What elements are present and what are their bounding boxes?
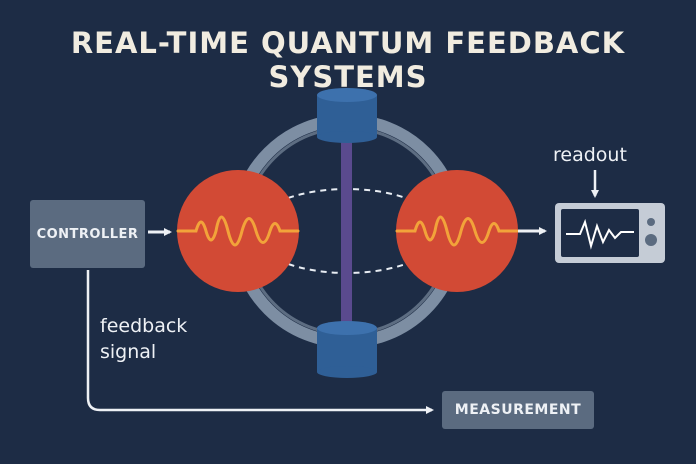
left-waveform	[176, 215, 300, 247]
diagram-title: REAL-TIME QUANTUM FEEDBACK SYSTEMS	[70, 26, 626, 94]
feedback-path	[86, 270, 434, 414]
feedback-label-line2: signal	[100, 341, 157, 363]
feedback-signal-label: feedback signal	[100, 313, 187, 365]
controller-box: CONTROLLER	[30, 200, 145, 268]
monitor-signal	[566, 218, 634, 250]
left-qubit	[176, 170, 300, 292]
right-qubit	[395, 170, 519, 292]
bottom-cylinder	[317, 321, 377, 378]
readout-label: readout	[553, 144, 627, 166]
central-rod	[341, 120, 352, 342]
readout-monitor	[555, 203, 665, 263]
top-cylinder	[317, 88, 377, 143]
measurement-box: MEASUREMENT	[442, 391, 594, 429]
feedback-label-line1: feedback	[100, 315, 188, 337]
right-waveform	[395, 215, 519, 247]
